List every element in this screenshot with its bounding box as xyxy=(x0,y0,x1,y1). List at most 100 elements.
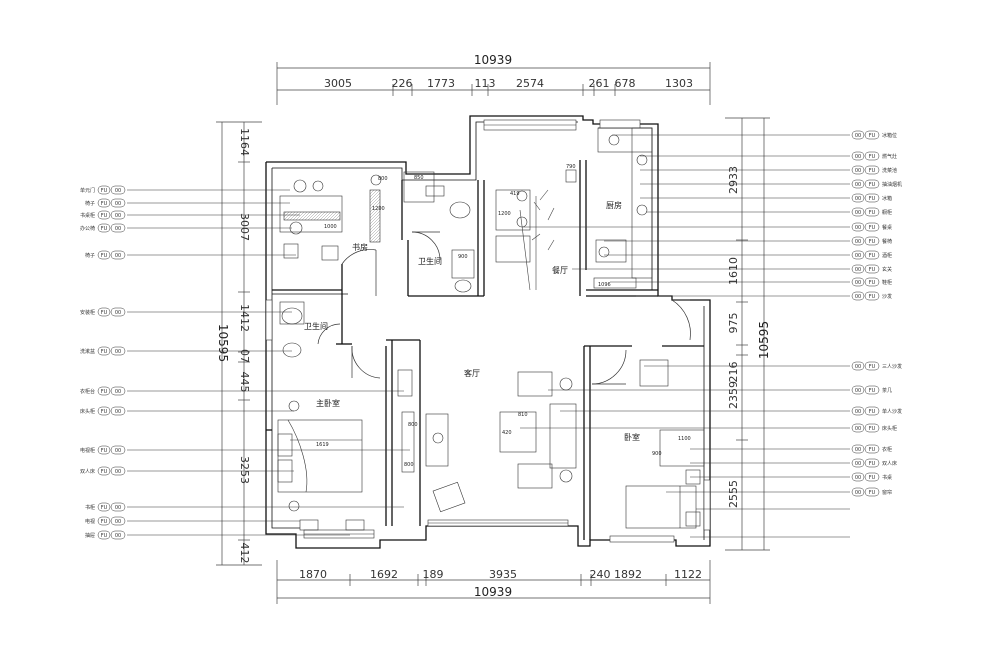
right-dim-3: 975 xyxy=(727,313,740,334)
tag-code: 00 xyxy=(855,461,861,467)
tag-value-box xyxy=(864,472,880,482)
bottom-dim-3: 189 xyxy=(423,568,444,581)
tag-value: FU xyxy=(869,253,876,259)
tag-item-label: 双人床 xyxy=(80,468,95,475)
furniture-tag: 00 FU 洗菜池 xyxy=(851,165,897,175)
tag-value: FU xyxy=(869,294,876,300)
tag-value-box xyxy=(110,502,126,512)
fixture-dim: 1200 xyxy=(372,206,385,212)
tag-code-box xyxy=(851,472,865,482)
tag-item-label: 椅子 xyxy=(85,252,95,259)
tag-value: FU xyxy=(869,196,876,202)
tag-code: 00 xyxy=(855,447,861,453)
tag-value: FU xyxy=(869,182,876,188)
top-dimension-chain xyxy=(276,62,711,105)
tag-code-box xyxy=(97,502,111,512)
tag-code-box xyxy=(97,530,111,540)
tag-value: 00 xyxy=(115,349,121,355)
tag-item-label: 三人沙发 xyxy=(882,363,902,370)
fixture-dim: 810 xyxy=(518,412,528,418)
tag-value: FU xyxy=(869,267,876,273)
tag-code: 00 xyxy=(855,182,861,188)
tag-value: 00 xyxy=(115,226,121,232)
tag-item-label: 燃气灶 xyxy=(882,153,897,160)
tag-item-label: 办公椅 xyxy=(80,225,95,232)
bottom-dim-7: 1122 xyxy=(674,568,702,581)
top-dim-8: 1303 xyxy=(665,77,693,90)
tag-code-box xyxy=(851,361,865,371)
tag-code-box xyxy=(851,236,865,246)
tag-value-box xyxy=(110,530,126,540)
tag-item-label: 抽屉 xyxy=(85,532,95,539)
fixture-dim: 1000 xyxy=(324,224,337,230)
tag-code: 00 xyxy=(855,210,861,216)
fixture-dim: 800 xyxy=(408,422,418,428)
tag-code: 00 xyxy=(855,426,861,432)
left-total-dimension: 10595 xyxy=(216,324,230,362)
tag-code: 00 xyxy=(855,267,861,273)
tag-code-box xyxy=(851,291,865,301)
tag-item-label: 洗菜池 xyxy=(882,167,897,174)
tag-value: FU xyxy=(869,490,876,496)
tag-value-box xyxy=(864,207,880,217)
tag-code: FU xyxy=(101,519,108,525)
top-dim-1: 3005 xyxy=(324,77,352,90)
tag-value-box xyxy=(110,223,126,233)
fixture-dimension-notes: 800 1200 1000 850 419 1200 790 1096 900 … xyxy=(316,164,691,468)
tag-code-box xyxy=(97,185,111,195)
tag-code: FU xyxy=(101,310,108,316)
tag-code-box xyxy=(851,207,865,217)
tag-value: FU xyxy=(869,168,876,174)
tag-value: 00 xyxy=(115,519,121,525)
tag-value-box xyxy=(110,445,126,455)
fixture-dim: 1100 xyxy=(678,436,691,442)
right-dim-5: 2359 xyxy=(727,381,740,409)
left-dim-7: 412 xyxy=(238,543,251,564)
tag-item-label: 洗漱盆 xyxy=(80,348,95,355)
tag-code: FU xyxy=(101,201,108,207)
tag-code: 00 xyxy=(855,225,861,231)
tag-value-box xyxy=(864,458,880,468)
top-dim-7: 678 xyxy=(615,77,636,90)
tag-value-box xyxy=(110,406,126,416)
tag-code: FU xyxy=(101,213,108,219)
leader-lines xyxy=(127,134,850,538)
right-dimension-chain xyxy=(725,117,770,551)
tag-code: 00 xyxy=(855,239,861,245)
tag-item-label: 衣柜 xyxy=(882,446,892,453)
tag-value-box xyxy=(864,165,880,175)
fixture-dim: 800 xyxy=(404,462,414,468)
fixture-dim: 1619 xyxy=(316,442,329,448)
bottom-dim-5: 240 xyxy=(590,568,611,581)
left-dim-6: 3253 xyxy=(238,456,251,484)
tag-code-box xyxy=(97,346,111,356)
tag-item-label: 窗帘 xyxy=(882,489,892,496)
tag-value-box xyxy=(864,291,880,301)
tag-value: FU xyxy=(869,475,876,481)
tag-item-label: 安装柜 xyxy=(80,309,95,316)
bottom-total-dimension: 10939 xyxy=(474,585,512,599)
tag-value-box xyxy=(864,179,880,189)
room-label-kitchen: 厨房 xyxy=(606,200,622,210)
tag-code-box xyxy=(851,444,865,454)
tag-value-box xyxy=(864,444,880,454)
room-label-bathroom: 卫生间 xyxy=(418,256,442,266)
tag-value-box xyxy=(864,361,880,371)
tag-code-box xyxy=(851,458,865,468)
tag-value-box xyxy=(110,185,126,195)
tag-item-label: 橱柜 xyxy=(882,209,892,216)
tag-value: FU xyxy=(869,239,876,245)
bottom-dim-1: 1870 xyxy=(299,568,327,581)
left-dim-2: 3007 xyxy=(238,213,251,241)
tag-code: 00 xyxy=(855,168,861,174)
fixture-dim: 790 xyxy=(566,164,576,170)
